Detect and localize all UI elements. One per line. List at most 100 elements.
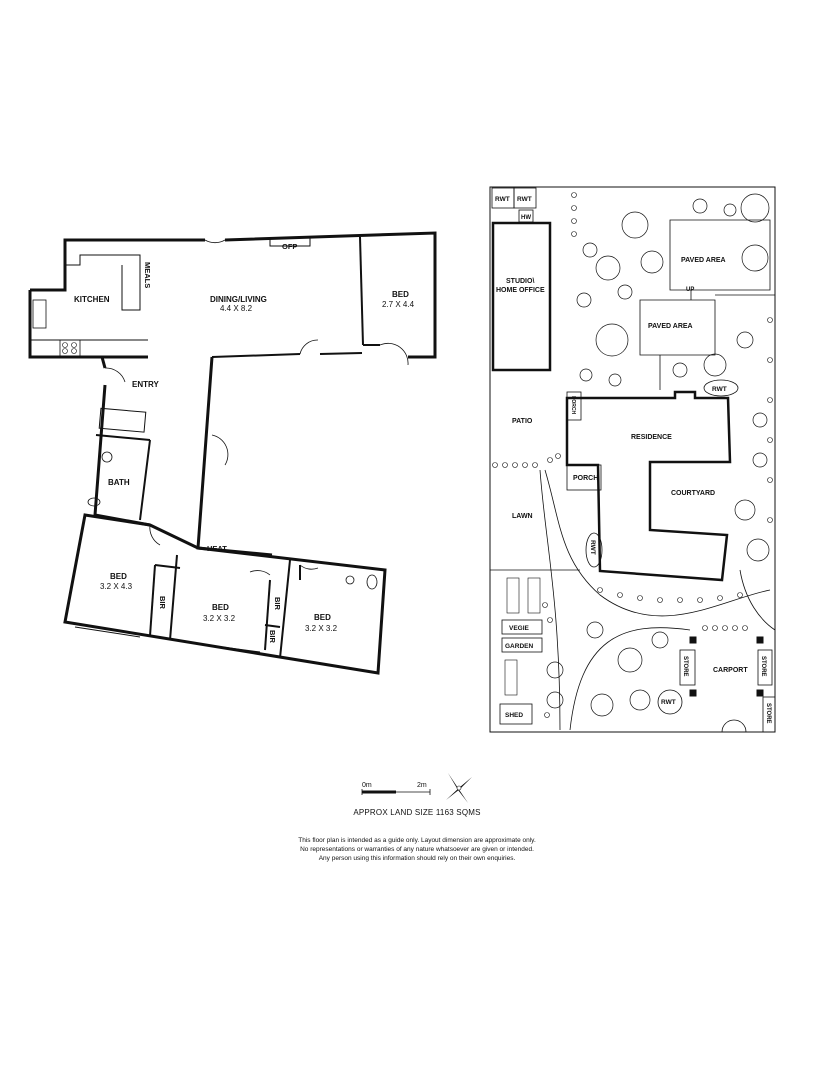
paved-area-label: PAVED AREA — [648, 323, 693, 330]
garden-bed — [527, 577, 541, 614]
patio-label: PATIO — [512, 418, 533, 425]
tree-canopy — [586, 621, 604, 639]
upper-wing-wall — [224, 231, 437, 359]
shrub — [767, 397, 773, 403]
partition-wall — [264, 579, 271, 651]
fireplace — [269, 237, 311, 247]
disclaimer: This floor plan is intended as a guide o… — [0, 836, 834, 863]
tree-canopy — [582, 242, 598, 258]
carport-post — [689, 689, 697, 697]
studio-building — [491, 221, 552, 372]
bed-4-dim: 3.2 X 3.2 — [305, 624, 338, 633]
sink — [32, 299, 47, 329]
tree-canopy — [579, 368, 593, 382]
scale-end-label: 2m — [417, 782, 427, 789]
rwt-tank — [703, 379, 739, 397]
main-bed-label: BED — [392, 290, 409, 299]
rwt-tank — [657, 689, 683, 715]
tree-canopy — [595, 323, 629, 357]
hedge-dots — [492, 192, 773, 718]
meals-label: MEALS — [143, 262, 152, 288]
heat-label: HEAT — [207, 544, 227, 553]
rwt-label: RWT — [589, 540, 596, 555]
compass-center — [456, 785, 462, 791]
door-swing — [104, 367, 126, 383]
tree-canopy — [576, 292, 592, 308]
toilet — [87, 497, 101, 507]
shrub — [767, 477, 773, 483]
dining-living-label: DINING/LIVING — [210, 295, 267, 304]
cooktop-burner — [71, 342, 77, 348]
tree-canopy — [692, 198, 708, 214]
door-swing — [379, 342, 409, 366]
shrub — [722, 625, 728, 631]
shrub — [637, 595, 643, 601]
bath-label: BATH — [108, 478, 130, 487]
land-size-text: APPROX LAND SIZE 1163 SQMS — [353, 808, 481, 817]
porch-label: PORCH — [570, 396, 576, 414]
shrub — [571, 192, 577, 198]
shrub — [767, 357, 773, 363]
disclaimer-line: This floor plan is intended as a guide o… — [298, 837, 536, 844]
porch-label: PORCH — [573, 475, 598, 482]
rwt-label: RWT — [495, 196, 510, 203]
window — [74, 626, 141, 638]
basin — [101, 451, 113, 463]
shrub — [555, 453, 561, 459]
store-box — [757, 649, 773, 686]
tree-canopy — [672, 362, 688, 378]
hw-unit — [518, 209, 534, 223]
shrub — [547, 617, 553, 623]
home-office-label: HOME OFFICE — [496, 287, 545, 294]
shrub — [542, 602, 548, 608]
corridor-wall — [196, 356, 273, 557]
entry-label: ENTRY — [132, 380, 159, 389]
tree-canopy — [752, 452, 768, 468]
shrub — [732, 625, 738, 631]
partition-wall — [154, 564, 181, 569]
studio-label: STUDIO\ — [506, 278, 534, 285]
porch-box — [566, 464, 602, 491]
site-plan — [489, 186, 776, 733]
partition-wall — [139, 439, 151, 521]
partition-wall — [149, 564, 156, 637]
bir-2-label: BIR — [273, 597, 282, 611]
residence-label: RESIDENCE — [631, 434, 672, 441]
door-swing — [211, 434, 229, 466]
garden-bed — [504, 659, 518, 696]
rwt-label: RWT — [517, 196, 532, 203]
partition-wall — [319, 352, 363, 355]
shrub — [532, 462, 538, 468]
store-box — [762, 696, 776, 733]
shrub — [544, 712, 550, 718]
shrub — [717, 595, 723, 601]
tree-canopy — [703, 353, 727, 377]
landscaping — [546, 193, 770, 717]
toilet — [366, 574, 378, 590]
store-label: STORE — [682, 656, 688, 677]
bed-2-dim: 3.2 X 4.3 — [100, 582, 133, 591]
door-swing — [299, 339, 319, 355]
tree-canopy — [651, 631, 669, 649]
shrub — [657, 597, 663, 603]
shrub — [737, 592, 743, 598]
tree-canopy — [740, 193, 770, 223]
residence-building — [565, 390, 732, 582]
garden-bed — [506, 577, 520, 614]
shed-building — [499, 703, 533, 725]
tree-canopy — [617, 647, 643, 673]
window — [184, 641, 261, 653]
upper-wing-wall — [100, 356, 107, 369]
upper-wing-wall — [30, 238, 205, 292]
tree-canopy — [746, 538, 770, 562]
ofp-label: OFP — [282, 242, 297, 251]
bedroom-wing-wall — [63, 513, 387, 675]
tree-canopy — [741, 244, 769, 272]
scale-bar: 0m 2m — [361, 782, 431, 795]
vegie-box — [501, 619, 543, 635]
courtyard-label: COURTYARD — [671, 490, 715, 497]
partition-wall — [95, 434, 151, 441]
shrub — [712, 625, 718, 631]
partition-wall — [279, 559, 291, 659]
